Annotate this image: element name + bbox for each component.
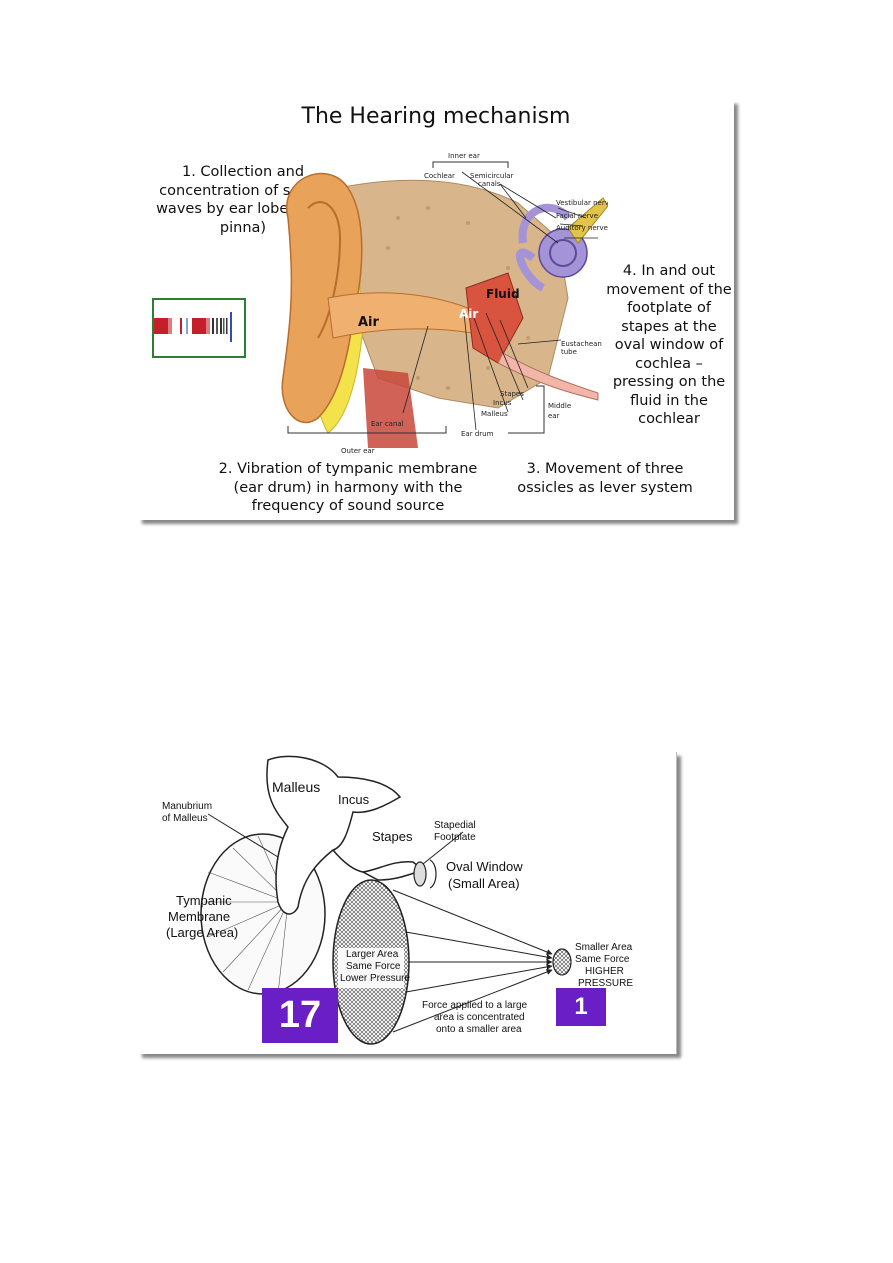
label-ear: ear <box>548 412 560 420</box>
label-tympanic-2: Membrane <box>168 909 230 924</box>
label-ear-canal: Ear canal <box>371 420 404 428</box>
large-area-ratio-badge: 17 <box>262 988 338 1043</box>
label-air-outer: Air <box>358 315 380 330</box>
label-outer-ear: Outer ear <box>341 447 375 455</box>
label-canals: canals <box>478 180 501 188</box>
label-cochlear: Cochlear <box>424 172 455 180</box>
label-stapedial-1: Stapedial <box>434 820 476 831</box>
label-fluid: Fluid <box>486 287 520 301</box>
label-eustachean: Eustachean <box>561 340 602 348</box>
temporal-bone-shape <box>337 179 569 409</box>
ossicle-lever-diagram: Malleus Incus Manubrium of Malleus Stape… <box>162 755 633 1045</box>
label-oval-window-1: Oval Window <box>446 859 523 874</box>
caption-step-3: 3. Movement of three ossicles as lever s… <box>517 461 693 496</box>
small-area-oval <box>552 948 572 976</box>
hearing-mechanism-slide: The Hearing mechanism 1. Collection and … <box>138 100 734 520</box>
label-manubrium-1: Manubrium <box>162 801 212 812</box>
ear-anatomy-diagram: Inner ear Cochlear Semicircular canals V… <box>281 152 608 455</box>
eustachian-tube-shape <box>497 352 599 401</box>
label-middle: Middle <box>548 402 571 410</box>
label-force-2: area is concentrated <box>434 1012 525 1023</box>
label-larger-area-2: Same Force <box>346 961 401 972</box>
muscle-shape <box>363 368 418 448</box>
label-incus: Incus <box>338 792 370 807</box>
caption-step-4: 4. In and out movement of the footplate … <box>606 263 732 427</box>
stapedial-footplate-shape <box>413 861 427 887</box>
label-force-1: Force applied to a large <box>422 1000 528 1011</box>
caption-step-2: 2. Vibration of tympanic membrane (ear d… <box>218 461 478 514</box>
label-tympanic-1: Tympanic <box>176 893 232 908</box>
label-tube: tube <box>561 348 577 356</box>
label-stapedial-2: Footplate <box>434 832 476 843</box>
force-arrows <box>392 889 553 1033</box>
sound-wave-icon <box>154 312 232 342</box>
slide-title: The Hearing mechanism <box>301 104 571 129</box>
label-vestibular-nerve: Vestibular nerve <box>556 199 608 207</box>
label-smaller-area-1: Smaller Area <box>575 942 633 953</box>
label-ear-drum: Ear drum <box>461 430 494 438</box>
label-incus: Incus <box>493 399 512 407</box>
label-facial-nerve: Facial nerve <box>556 212 598 220</box>
label-auditory-nerve: Auditory nerve <box>556 224 608 232</box>
label-larger-area-3: Lower Pressure <box>340 973 410 984</box>
pinna-shape <box>281 172 363 424</box>
label-oval-window-2: (Small Area) <box>448 876 520 891</box>
label-force-3: onto a smaller area <box>436 1024 522 1035</box>
label-air-middle: Air <box>459 307 478 321</box>
label-stapes: Stapes <box>372 829 413 844</box>
small-area-ratio-badge: 1 <box>556 988 606 1026</box>
label-stapes: Stapes <box>500 390 524 398</box>
label-malleus: Malleus <box>272 779 320 795</box>
label-tympanic-3: (Large Area) <box>166 925 238 940</box>
ossicle-lever-slide: Malleus Incus Manubrium of Malleus Stape… <box>138 752 677 1054</box>
label-semicircular: Semicircular <box>470 172 514 180</box>
label-smaller-area-4: PRESSURE <box>578 978 633 989</box>
cochlea-shape <box>515 203 588 292</box>
label-smaller-area-2: Same Force <box>575 954 630 965</box>
label-malleus: Malleus <box>481 410 508 418</box>
label-manubrium-2: of Malleus <box>162 813 208 824</box>
bone-texture <box>386 206 530 390</box>
label-larger-area-1: Larger Area <box>346 949 399 960</box>
label-smaller-area-3: HIGHER <box>585 966 624 977</box>
sound-wave-box <box>152 298 246 358</box>
label-inner-ear: Inner ear <box>448 152 480 160</box>
